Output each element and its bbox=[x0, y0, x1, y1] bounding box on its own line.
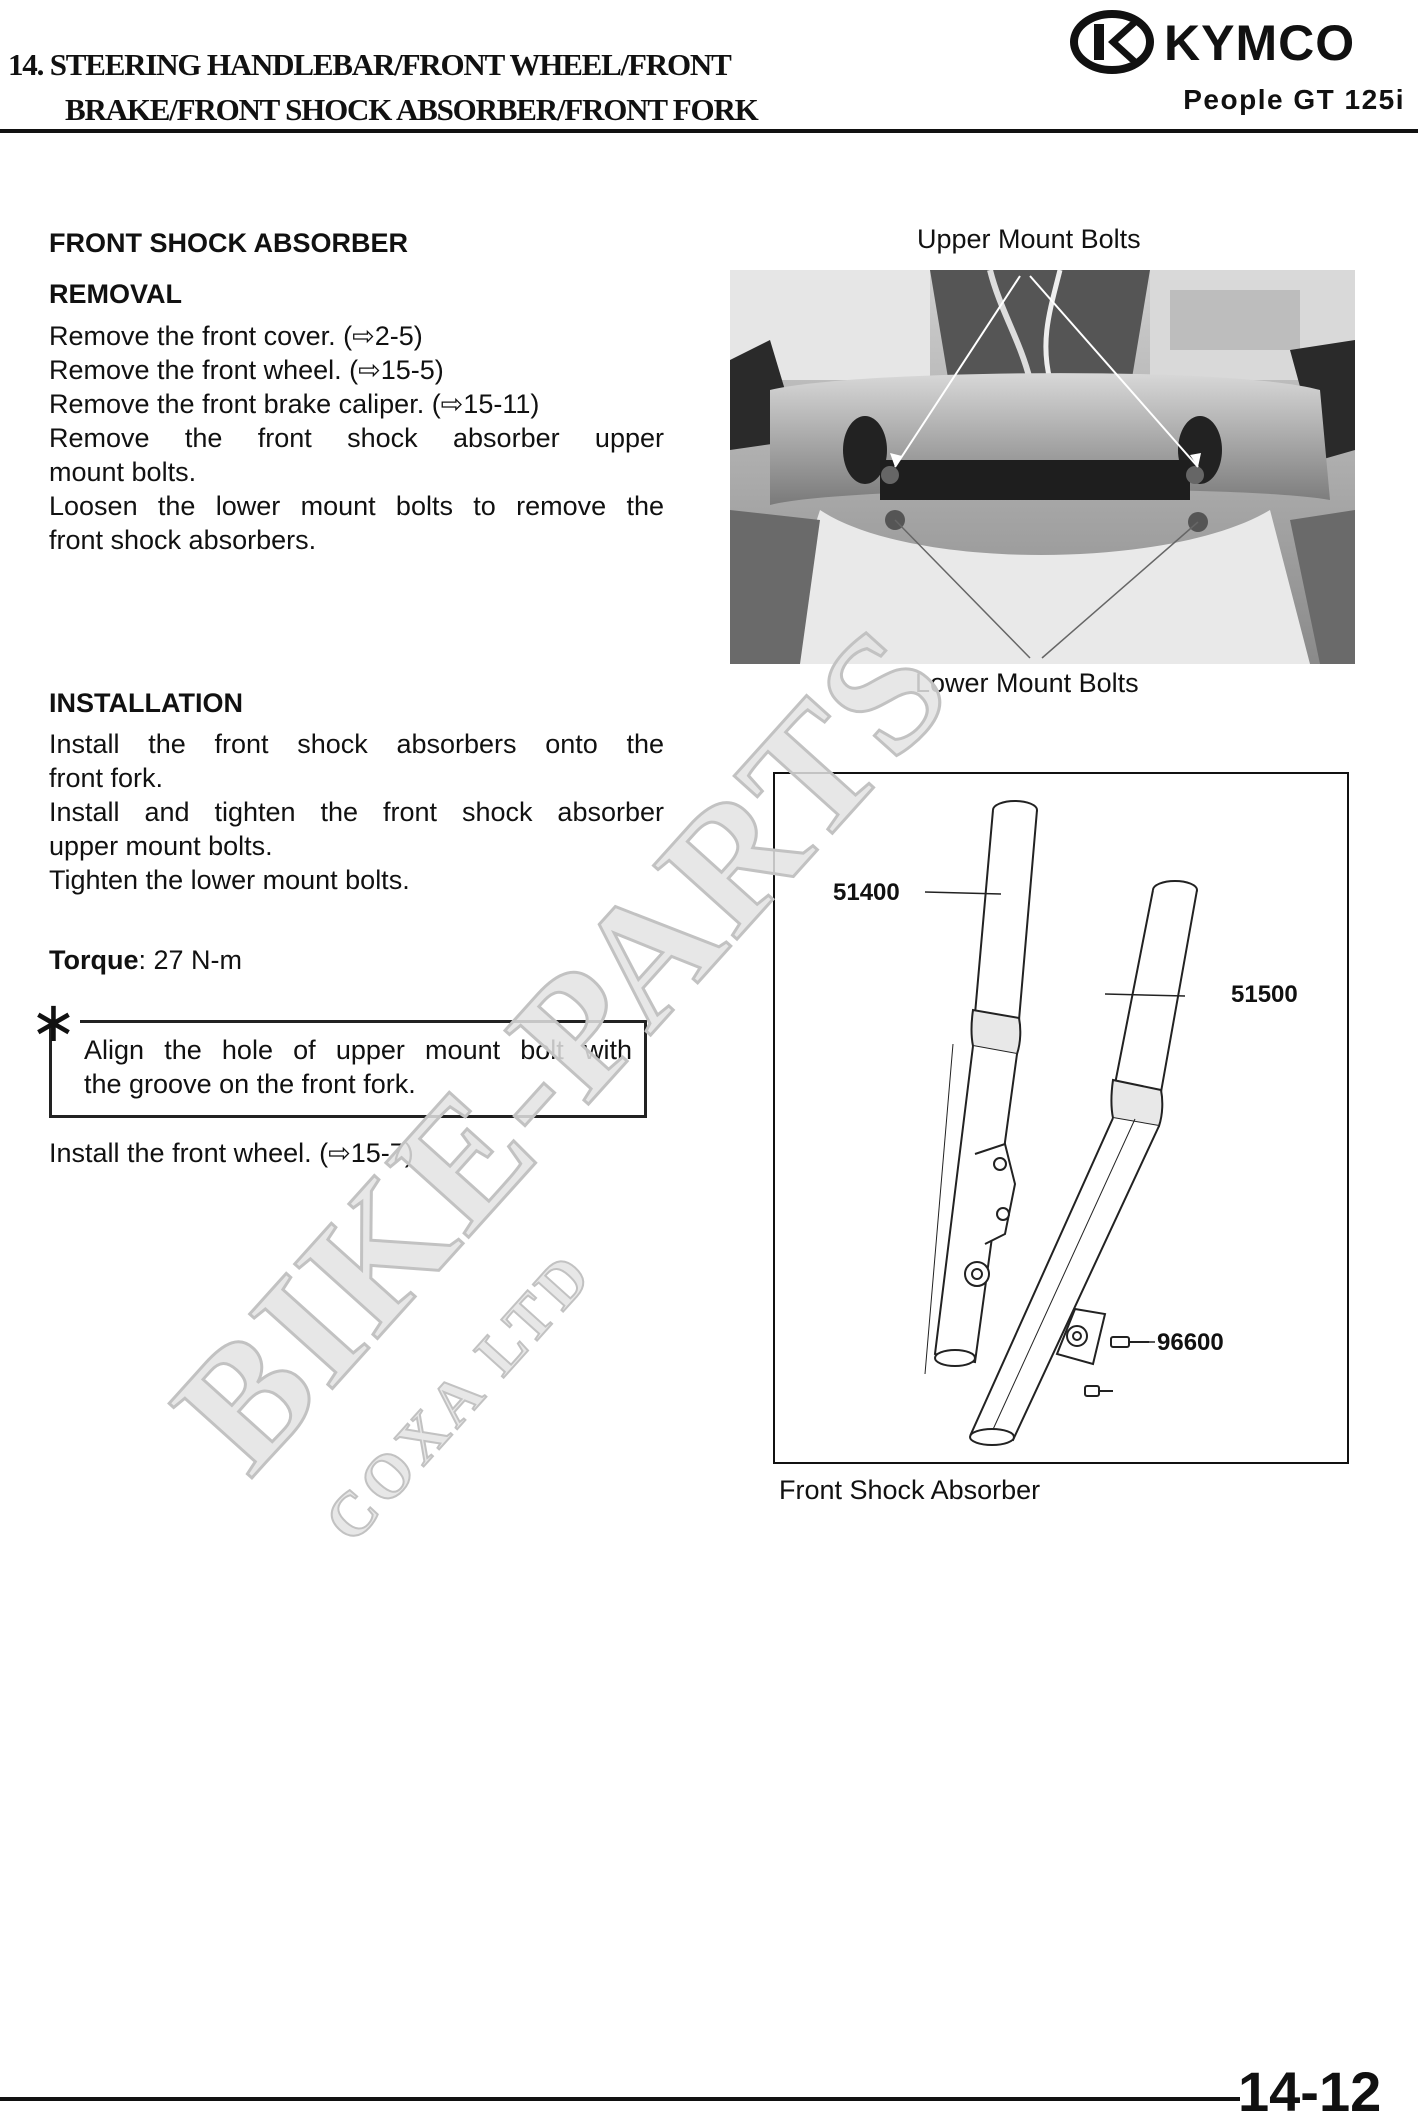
chapter-title-line1: 14. STEERING HANDLEBAR/FRONT WHEEL/FRONT bbox=[8, 47, 732, 82]
install-step-2-line2: upper mount bolts. bbox=[49, 831, 273, 861]
note-text: Align the hole of upper mount bolt with … bbox=[84, 1033, 632, 1101]
installation-heading: INSTALLATION bbox=[49, 688, 243, 718]
install-step-2-line1: Install and tighten the front shock abso… bbox=[49, 797, 664, 827]
removal-steps: Remove the front cover. (⇨2-5) Remove th… bbox=[49, 319, 664, 557]
model-name: People GT 125i bbox=[1183, 84, 1405, 115]
brand-text: KYMCO bbox=[1164, 15, 1355, 71]
front-fork-diagram: 51400 51500 96600 bbox=[833, 800, 1298, 1446]
watermark-sub-text: COXA LTD bbox=[312, 1238, 606, 1554]
chapter-title-line2: BRAKE/FRONT SHOCK ABSORBER/FRONT FORK bbox=[65, 92, 759, 127]
chapter-title: 14. STEERING HANDLEBAR/FRONT WHEEL/FRONT… bbox=[8, 42, 968, 132]
photo-label-lower: Lower Mount Bolts bbox=[915, 668, 1139, 698]
front-fork-diagram-frame: 51400 51500 96600 bbox=[773, 772, 1349, 1464]
removal-step-1: Remove the front cover. (⇨2-5) bbox=[49, 321, 423, 351]
removal-step-4-line2: mount bolts. bbox=[49, 457, 197, 487]
removal-step-5-line1: Loosen the lower mount bolts to remove t… bbox=[49, 491, 664, 521]
header-rule bbox=[0, 129, 1418, 133]
installation-steps: Install the front shock absorbers onto t… bbox=[49, 727, 664, 897]
part-number-96600: 96600 bbox=[1157, 1329, 1224, 1356]
section-title: FRONT SHOCK ABSORBER bbox=[49, 228, 409, 258]
page-number: 14-12 bbox=[1238, 2060, 1382, 2123]
note-line-1: Align the hole of upper mount bolt with bbox=[84, 1035, 632, 1065]
footer-rule bbox=[0, 2097, 1240, 2101]
part-number-51400: 51400 bbox=[833, 879, 900, 906]
shock-absorber-photo bbox=[730, 270, 1355, 664]
removal-step-2: Remove the front wheel. (⇨15-5) bbox=[49, 355, 444, 385]
install-step-1-line2: front fork. bbox=[49, 763, 164, 793]
note-asterisk-icon: ∗ bbox=[30, 990, 77, 1053]
removal-heading: REMOVAL bbox=[49, 279, 182, 309]
torque-label: Torque bbox=[49, 945, 139, 975]
photo-label-upper: Upper Mount Bolts bbox=[917, 224, 1141, 254]
note-box-top-rule bbox=[80, 1020, 644, 1023]
diagram-caption: Front Shock Absorber bbox=[779, 1475, 1041, 1505]
part-number-51500: 51500 bbox=[1231, 981, 1298, 1008]
install-final-step: Install the front wheel. (⇨15-7) bbox=[49, 1138, 414, 1168]
install-step-3: Tighten the lower mount bolts. bbox=[49, 865, 410, 895]
removal-step-3: Remove the front brake caliper. (⇨15-11) bbox=[49, 389, 540, 419]
removal-step-4-line1: Remove the front shock absorber upper bbox=[49, 423, 664, 453]
removal-step-5-line2: front shock absorbers. bbox=[49, 525, 317, 555]
note-line-2: the groove on the front fork. bbox=[84, 1069, 416, 1099]
torque-spec: Torque: 27 N-m bbox=[49, 943, 664, 977]
install-step-1-line1: Install the front shock absorbers onto t… bbox=[49, 729, 664, 759]
note-box bbox=[49, 1020, 647, 1118]
torque-value: : 27 N-m bbox=[138, 945, 243, 975]
kymco-logo: KYMCO bbox=[1070, 10, 1355, 74]
